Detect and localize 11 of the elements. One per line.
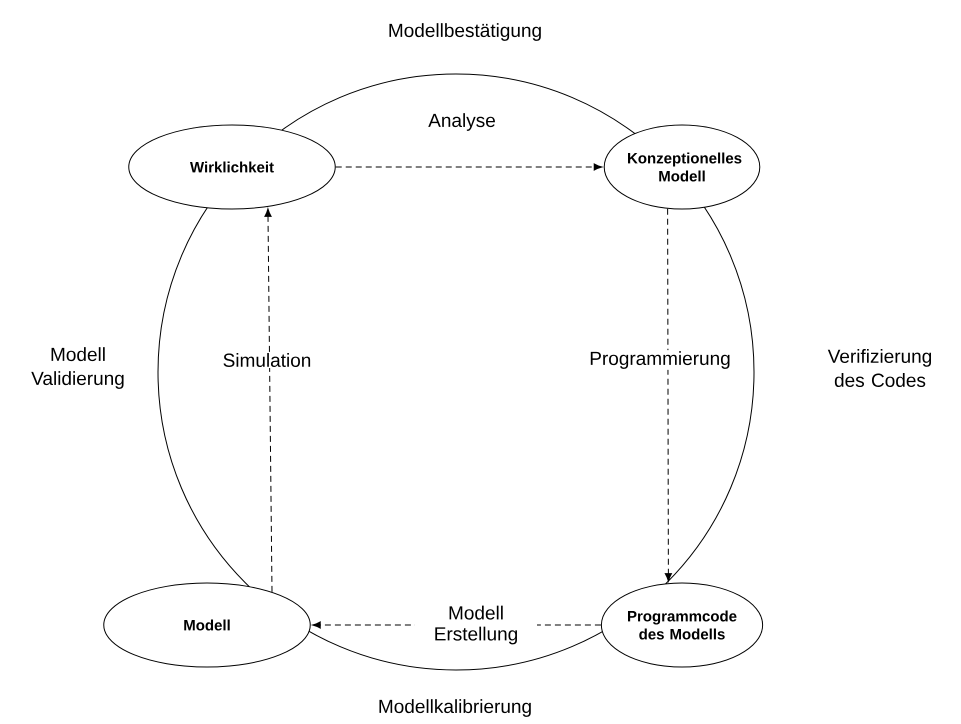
edge-label: Programmierung (588, 350, 732, 370)
edge-label: Modell Erstellung (415, 604, 537, 646)
edge-label: Analyse (427, 112, 497, 132)
arrow (264, 208, 272, 592)
cycle-label: Modellbestätigung (389, 23, 541, 41)
arrow (664, 208, 672, 582)
cycle-label: Modell Validierung (31, 347, 124, 389)
cycle-label: Verifizierung des Codes (828, 349, 932, 387)
edge-label: Simulation (222, 352, 312, 368)
arrow (335, 163, 602, 171)
cycle-label: Modellkalibrierung (379, 699, 531, 717)
